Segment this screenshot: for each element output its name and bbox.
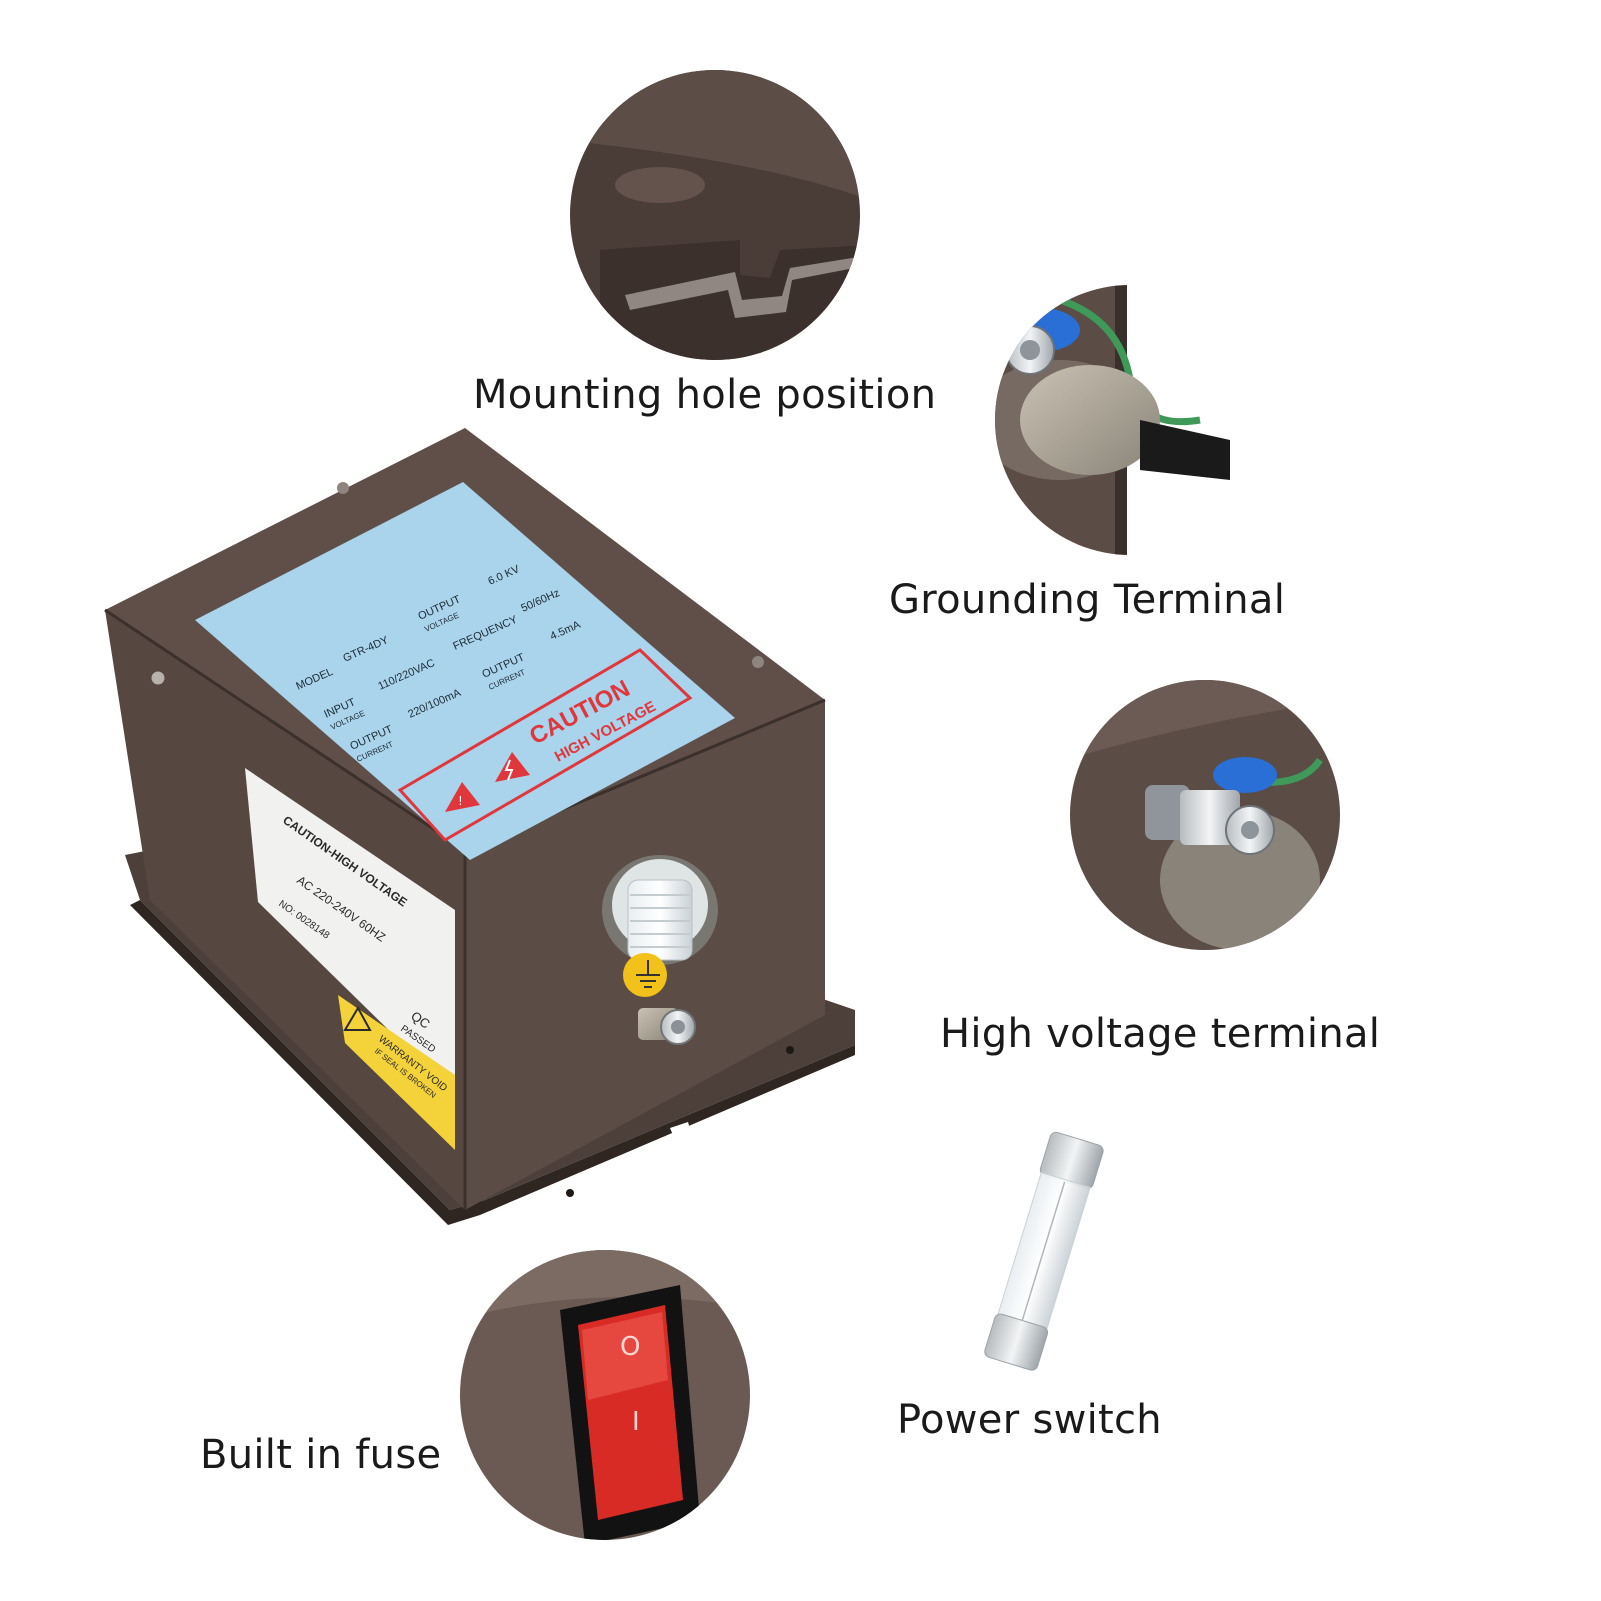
grounding-terminal-detail — [995, 285, 1265, 555]
mounting-hole-detail — [570, 70, 860, 360]
callout-grounding-terminal: Grounding Terminal — [889, 577, 1286, 623]
svg-text:!: ! — [458, 794, 463, 808]
lightning-triangle-icon — [495, 752, 530, 782]
nameplate — [195, 482, 735, 860]
caution-box — [397, 648, 693, 842]
callout-power-switch: Power switch — [897, 1397, 1162, 1443]
high-voltage-terminal-detail — [1070, 680, 1340, 950]
callout-mounting-hole: Mounting hole position — [473, 372, 937, 418]
warranty-sticker — [338, 995, 455, 1150]
callout-built-in-fuse: Built in fuse — [200, 1432, 442, 1478]
ground-symbol-icon — [623, 953, 667, 997]
grounding-screw — [638, 1008, 696, 1045]
switch-off-mark: O — [620, 1332, 640, 1362]
power-switch-detail: O I — [460, 1250, 750, 1540]
callout-high-voltage-terminal: High voltage terminal — [940, 1011, 1381, 1057]
warning-triangle-icon: ! — [445, 782, 480, 812]
power-supply-housing: MODEL GTR-4DY INPUT VOLTAGE 110/220VAC O… — [104, 428, 855, 1225]
side-label — [245, 768, 455, 1095]
output-terminal — [602, 855, 718, 965]
glass-fuse — [984, 1131, 1104, 1371]
switch-on-mark: I — [632, 1407, 640, 1437]
